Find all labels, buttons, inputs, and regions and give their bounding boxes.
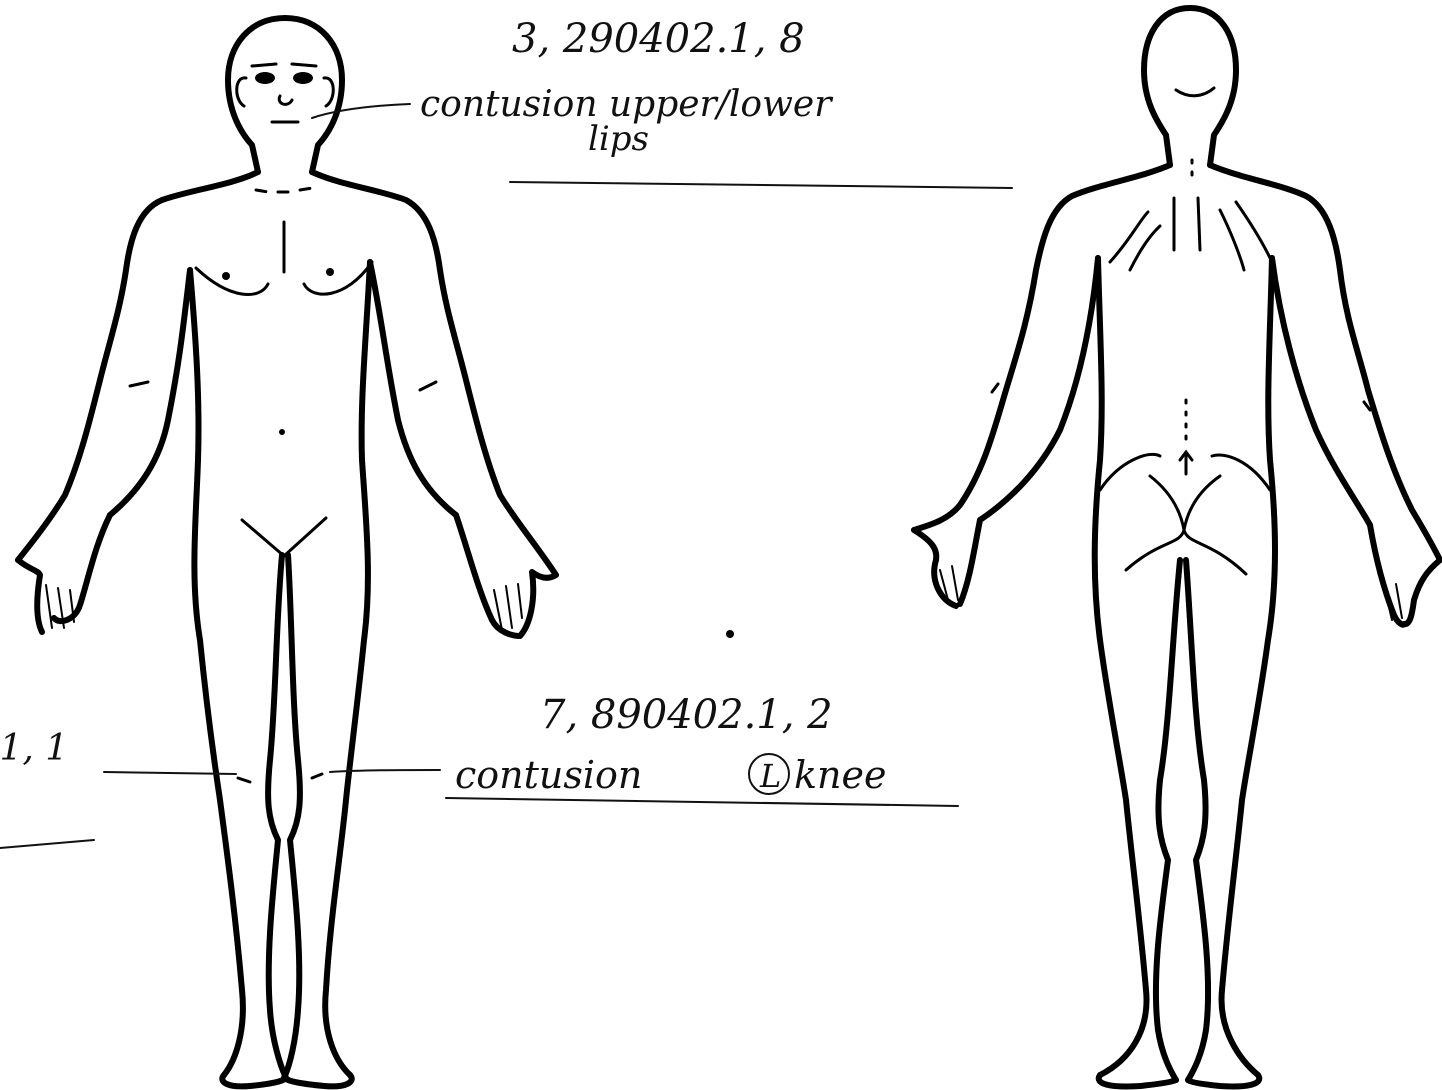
front-right-hand	[456, 515, 556, 636]
knee-annotation-suffix: knee	[794, 753, 886, 797]
knee-underline	[446, 798, 958, 806]
left-edge-underline	[0, 840, 94, 848]
front-left-nipple	[222, 272, 230, 280]
front-right-nipple	[326, 268, 334, 276]
back-right-leg-inner	[1186, 560, 1208, 1080]
front-right-leg-outer	[325, 262, 370, 1075]
back-shoulder-blades	[1110, 198, 1272, 270]
annotation-left-edge: .1, 1	[0, 728, 236, 848]
back-right-leg-outer	[1222, 258, 1275, 1075]
back-torso-outline	[914, 165, 1440, 560]
front-body-figure	[18, 18, 556, 1086]
stray-dot	[726, 630, 734, 638]
front-knee-marks	[238, 774, 322, 782]
front-left-eye	[255, 72, 275, 84]
back-hairline	[1176, 88, 1214, 96]
front-right-eye	[293, 72, 313, 84]
front-left-ear	[237, 78, 246, 106]
back-feet	[1099, 1075, 1260, 1087]
face-annotation-code: 3, 290402.1, 8	[512, 16, 805, 62]
front-left-leg-outer	[190, 270, 243, 1075]
front-left-hand	[18, 515, 110, 632]
knee-annotation-prefix: contusion	[455, 753, 642, 797]
back-left-inner-arm	[980, 258, 1098, 520]
face-annotation-note-2: lips	[588, 119, 649, 159]
face-underline	[510, 182, 1012, 188]
back-elbow-marks	[992, 384, 1370, 410]
front-left-leg-inner	[268, 555, 286, 1078]
front-right-fingers	[494, 584, 522, 630]
back-left-leg-inner	[1156, 560, 1180, 1080]
front-groin	[242, 518, 326, 556]
front-left-inner-arm	[110, 270, 190, 515]
front-feet	[222, 1075, 351, 1086]
front-collar	[256, 188, 312, 192]
back-body-figure	[914, 8, 1440, 1087]
front-nose	[279, 96, 292, 104]
front-torso-outline	[18, 172, 556, 575]
front-head	[228, 18, 342, 172]
front-navel	[279, 429, 285, 435]
back-head	[1144, 8, 1236, 165]
front-right-ear	[324, 78, 333, 106]
knee-annotation-circled: L	[759, 757, 781, 795]
back-coccyx-arrow	[1180, 452, 1192, 474]
annotation-knee: 7, 890402.1, 2 contusion L knee	[330, 630, 958, 806]
knee-leader-line	[330, 770, 440, 772]
front-right-leg-inner	[284, 555, 300, 1078]
back-spine-dots	[1186, 160, 1192, 439]
back-right-inner-arm	[1272, 258, 1370, 525]
back-left-leg-outer	[1095, 258, 1147, 1075]
annotation-face: 3, 290402.1, 8 contusion upper/lower lip…	[312, 16, 1012, 188]
left-edge-fragment: .1, 1	[0, 728, 68, 769]
front-brows	[252, 64, 316, 66]
knee-annotation-code: 7, 890402.1, 2	[540, 692, 833, 738]
